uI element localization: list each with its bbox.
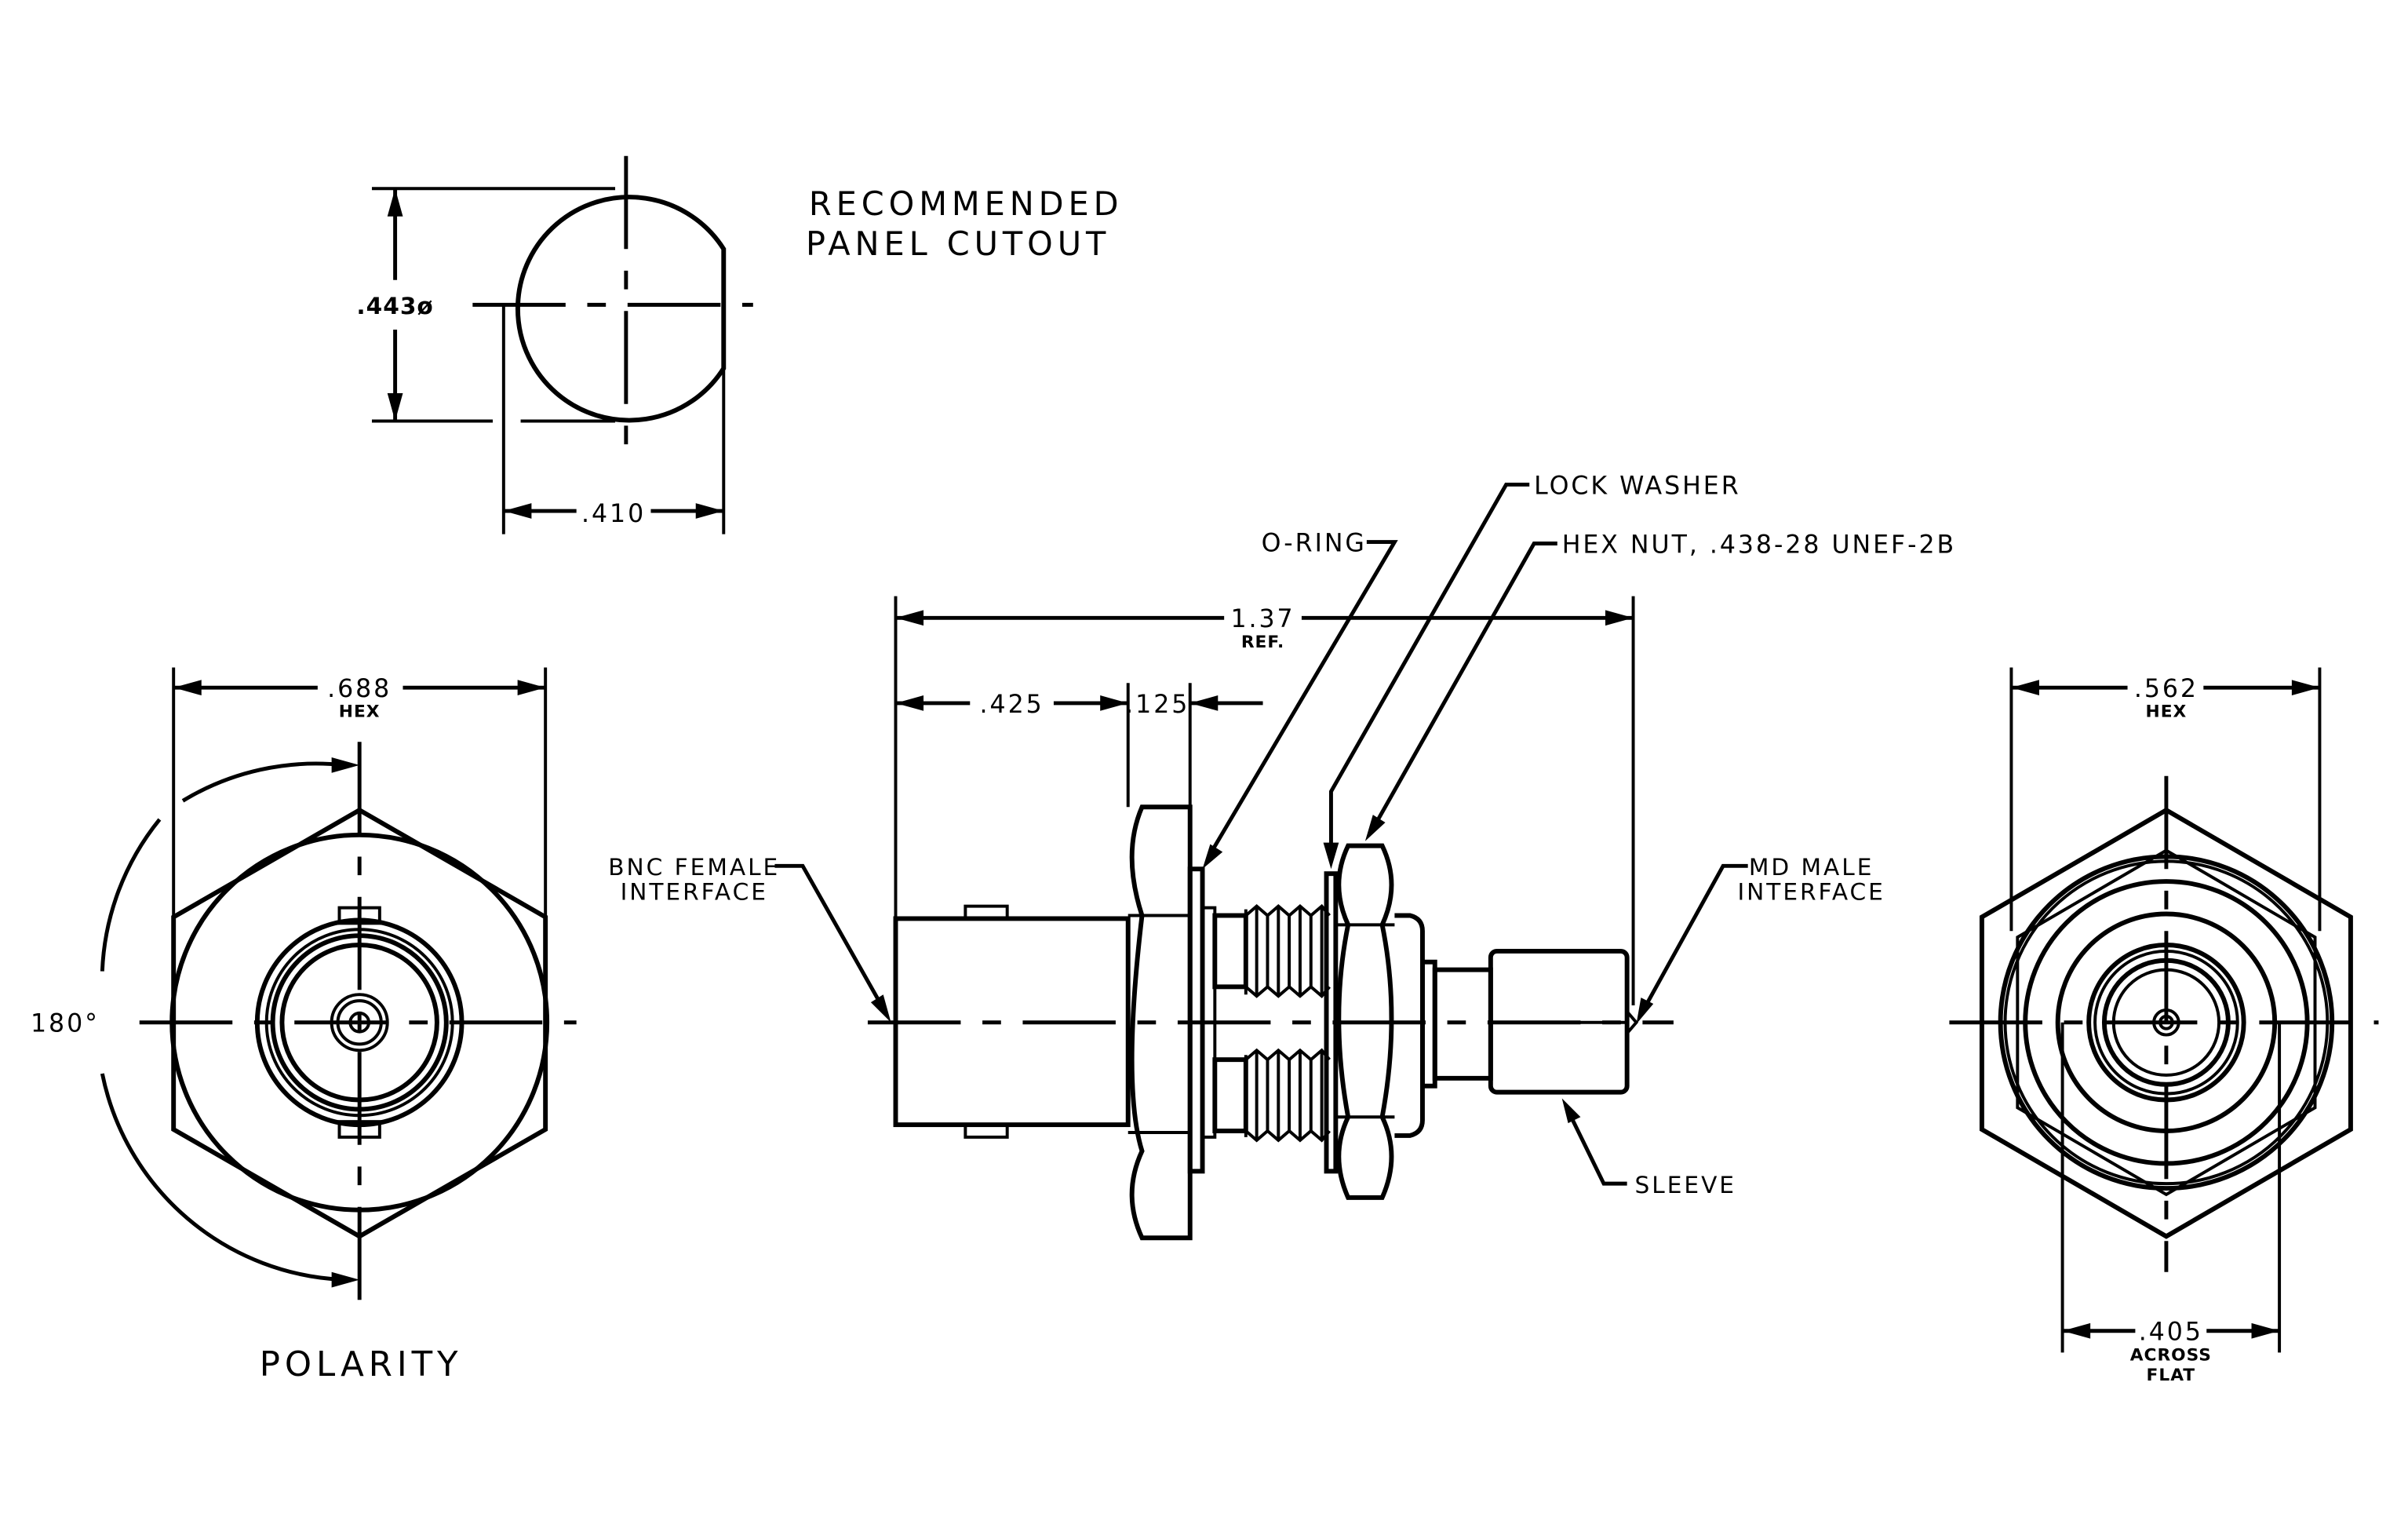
cutout-title-line1: RECOMMENDED [809,185,1124,223]
polarity-angle: 180° [31,1010,100,1038]
overall-length-dim: 1.37 [1230,605,1295,633]
label-md-line2: INTERFACE [1737,879,1885,906]
label-o-ring: O-RING [1262,529,1367,557]
side-view: 1.37 REF. .425 .125 O-RING LOCK WASHER H… [608,472,1957,1241]
end-view: .562 HEX .405 ACROSS FLAT [1949,667,2379,1385]
dim-125: .125 [1125,691,1189,719]
end-hex-sub: HEX [2146,702,2188,722]
label-md-line1: MD MALE [1749,854,1874,881]
polarity-hex-dim: .688 [327,675,392,703]
label-hex-nut: HEX NUT, .438-28 UNEF-2B [1562,531,1957,559]
label-lock-washer: LOCK WASHER [1534,472,1740,500]
label-bnc-line1: BNC FEMALE [608,854,780,881]
polarity-title: POLARITY [260,1345,463,1384]
label-bnc-line2: INTERFACE [621,879,768,906]
polarity-view: .688 HEX 180° POLARITY [31,667,577,1384]
end-hex-dim: .562 [2134,675,2199,703]
panel-cutout-view: .443ø .410 RECOMMENDED PANEL CUTOUT [356,155,1124,534]
end-flat-dim: .405 [2139,1319,2203,1347]
cutout-diameter-dim: .443ø [356,293,433,319]
overall-length-sub: REF. [1241,633,1284,652]
cutout-title-line2: PANEL CUTOUT [806,225,1110,263]
end-flat-sub2: FLAT [2147,1366,2196,1385]
polarity-hex-sub: HEX [339,702,381,722]
dim-425: .425 [980,691,1044,719]
end-flat-sub1: ACROSS [2130,1345,2212,1365]
cutout-flat-dim: .410 [581,500,646,528]
label-sleeve: SLEEVE [1635,1172,1736,1198]
